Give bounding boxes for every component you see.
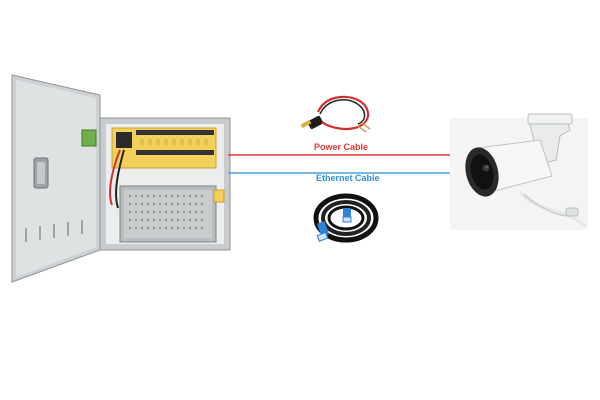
power-supply-box-icon [11, 74, 231, 283]
bullet-security-camera-icon [450, 113, 588, 230]
dc-power-cable-icon [300, 95, 371, 133]
ethernet-cable-label: Ethernet Cable [316, 173, 380, 183]
power-cable-label: Power Cable [314, 142, 369, 152]
ethernet-cable-coil-icon [313, 193, 379, 243]
